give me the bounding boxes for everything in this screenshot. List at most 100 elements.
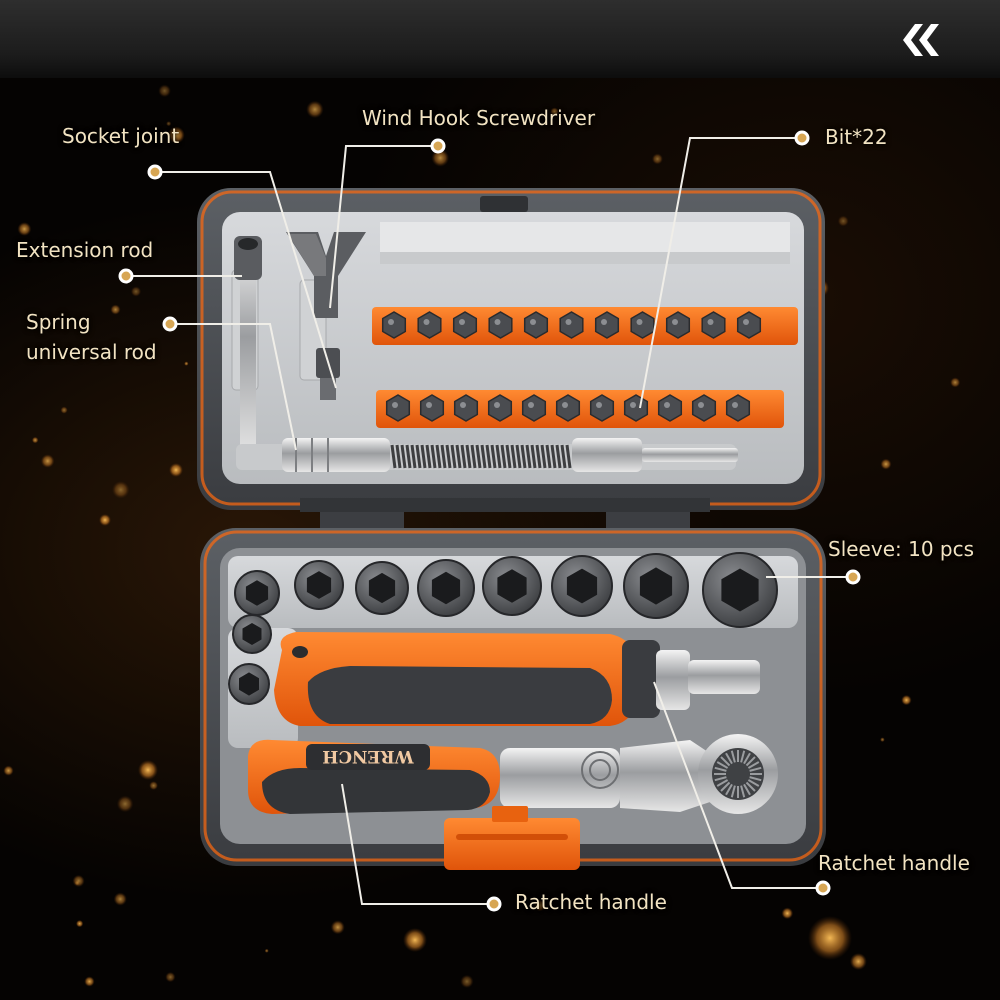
extension-rod <box>234 236 262 458</box>
spring-coil <box>480 444 487 469</box>
socket-hex-hole <box>306 571 332 599</box>
callout-dot-wind-hook <box>430 138 446 154</box>
callout-ratchet-handle-bottom: Ratchet handle <box>515 890 667 914</box>
spring-coil <box>540 444 547 469</box>
bit-strip-upper <box>372 307 798 345</box>
wind-hook-screwdriver <box>286 232 366 318</box>
bit-highlight <box>672 319 678 325</box>
bit <box>691 394 717 422</box>
bit-highlight <box>459 319 465 325</box>
handle-brand-text: WRENCH <box>322 746 414 766</box>
bokeh-light <box>431 149 450 167</box>
spring-coil <box>565 444 572 469</box>
bit-highlight <box>494 319 501 325</box>
ratchet-wrench: WRENCH <box>248 734 778 814</box>
spring-coil <box>515 444 522 469</box>
ratchet-tooth <box>720 781 731 792</box>
spring-coil <box>390 444 397 469</box>
bokeh-light <box>901 694 912 706</box>
callout-dots <box>118 130 861 912</box>
spring-coil <box>405 444 412 469</box>
spring-coil <box>525 444 532 469</box>
ratchet-tooth <box>747 761 760 769</box>
callout-sleeve: Sleeve: 10 pcs <box>828 537 975 561</box>
spring-coil <box>440 444 447 469</box>
socket-hex-hole <box>497 569 527 603</box>
bit-highlight <box>732 402 738 408</box>
bit <box>630 311 655 339</box>
bokeh-light <box>113 892 127 906</box>
socket-hex-hole <box>368 572 396 604</box>
spring-coil <box>485 444 492 469</box>
spring-coil <box>520 444 527 469</box>
callout-spring-line1: Spring <box>26 310 91 334</box>
bokeh-light <box>166 121 172 127</box>
ratchet-tooth <box>745 781 756 792</box>
bit <box>701 311 726 339</box>
bokeh-light <box>950 377 961 388</box>
ratchet-tooth <box>743 752 751 765</box>
bokeh-light <box>130 286 142 297</box>
spring-coil <box>465 444 472 469</box>
bit <box>657 394 683 422</box>
callout-socket-joint: Socket joint <box>62 124 180 148</box>
bit-highlight <box>707 319 714 325</box>
socket-hex-hole <box>242 623 262 645</box>
bit-highlight <box>743 319 749 325</box>
bokeh-light <box>149 781 159 791</box>
bit-highlight <box>388 319 394 325</box>
spring-coil <box>455 444 462 469</box>
spring-coil <box>555 444 562 469</box>
socket-hex-hole <box>639 567 673 605</box>
case-hinge <box>300 498 710 534</box>
bit-highlight <box>636 319 643 325</box>
bokeh-light <box>808 916 852 960</box>
spring-coil <box>395 444 402 469</box>
bokeh-lights <box>3 84 961 989</box>
bokeh-light <box>31 436 39 444</box>
bit-highlight <box>423 319 430 325</box>
bit <box>559 311 584 339</box>
spring-universal-rod <box>236 438 738 472</box>
spring-coil <box>425 444 432 469</box>
spring-coil <box>545 444 552 469</box>
ratchet-tooth <box>714 766 727 772</box>
bit-highlight <box>630 402 636 408</box>
callout-dot-sleeve <box>845 569 861 585</box>
bokeh-light <box>40 454 55 468</box>
bokeh-light <box>880 737 885 743</box>
bokeh-light <box>17 222 32 236</box>
bit <box>725 394 751 422</box>
bit-highlight <box>664 402 670 408</box>
bokeh-light <box>158 84 171 98</box>
spring-coil <box>475 444 482 469</box>
ratchet-tooth <box>749 776 762 782</box>
ratchet-tooth <box>720 756 731 767</box>
callout-wind-hook-screwdriver: Wind Hook Screwdriver <box>362 106 596 130</box>
bit-highlight <box>392 402 398 408</box>
callout-dot-socket-joint <box>147 164 163 180</box>
bit <box>381 311 407 339</box>
bokeh-light <box>460 974 474 989</box>
bokeh-light <box>3 765 14 776</box>
callout-dot-bit <box>794 130 810 146</box>
spring-coil <box>490 444 497 469</box>
bokeh-light <box>84 976 95 987</box>
ratchet-tooth <box>716 779 729 787</box>
callout-extension-rod: Extension rod <box>16 238 154 262</box>
socket-hex-hole <box>239 672 259 696</box>
bokeh-light <box>75 919 84 928</box>
spring-coil <box>420 444 427 469</box>
double-chevron-left-icon[interactable] <box>893 20 941 60</box>
callout-bit: Bit*22 <box>825 125 888 149</box>
ratchet-tooth <box>716 761 729 769</box>
handle-brand-label: WRENCH <box>306 744 430 770</box>
sockets-group <box>228 552 778 705</box>
bit-highlight <box>494 402 500 408</box>
bit-highlight <box>562 402 568 408</box>
bokeh-light <box>849 953 867 971</box>
bit <box>453 394 479 422</box>
bokeh-light <box>550 107 559 116</box>
